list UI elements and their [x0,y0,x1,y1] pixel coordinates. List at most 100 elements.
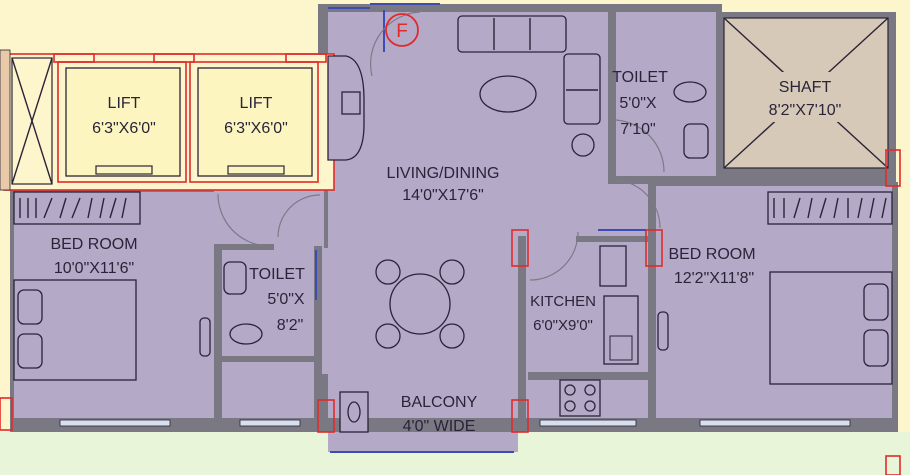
burner [584,400,596,412]
door-swing [277,194,321,238]
wardrobe-2 [767,191,893,225]
pillow [17,333,43,369]
living-size: 14'0"X17'6" [402,187,484,204]
wall-dining-kitchen [518,236,526,432]
kitchen-size: 6'0"X9'0" [533,317,593,334]
wash-basin-2 [223,261,247,295]
lift-2-frame [189,61,319,183]
door-swing [529,231,579,281]
wall-toilet2-shelf [222,356,314,362]
side-table [199,317,211,357]
wardrobe-2-hangers [773,197,887,219]
marker-circle [385,13,419,47]
wardrobe-1-hangers [19,197,127,219]
red-column [285,53,327,63]
tv-icon [341,91,361,115]
living-name: LIVING/DINING [387,165,500,182]
living-lift-lobby-room [214,190,324,252]
washing-machine-door [347,401,361,423]
door-swing [615,179,661,229]
shaft-name: SHAFT [779,79,832,96]
coffee-table [479,75,537,113]
dining-table [389,273,451,335]
red-column [885,149,901,187]
red-column [511,229,529,267]
red-column [153,53,195,63]
wall-bottom [10,418,898,432]
shaft-size: 8'2"X7'10" [769,102,842,119]
burner [564,400,576,412]
burner [564,384,576,396]
wall-bed1-toilet2 [214,246,222,418]
lift-1-door [95,165,153,175]
wash-basin-1 [683,123,709,159]
window-toilet2-bottom [239,419,301,427]
stair-duct-cross [11,57,53,185]
side-table [657,311,669,351]
plant [571,133,595,157]
wall-toilet2-dining [314,246,322,418]
bed-2-name: BED ROOM [668,246,755,263]
bed-1-size: 10'0"X11'6" [54,260,134,277]
toilet-1-name: TOILET [612,69,668,86]
pillow [863,329,889,367]
left-edge-wall [0,49,11,191]
lift-1-cabin [65,67,181,177]
bed-2-size: 12'2"X11'8" [674,270,754,287]
lift-1-name: LIFT [108,95,141,112]
red-column [511,399,529,433]
pillow [863,283,889,321]
wall-toilet1-bottom [608,176,720,184]
door-swing [217,193,267,247]
wardrobe-1 [13,191,141,225]
bed-1-name: BED ROOM [50,236,137,253]
red-column [317,399,335,433]
dining-chair [439,323,465,349]
sofa [457,15,567,53]
shaft-label-bg [752,72,856,122]
dining-chair [439,259,465,285]
sink-bowl [609,335,633,361]
wall-kitchen-bed2 [648,236,656,432]
stair-duct [11,57,53,185]
lift-2-name: LIFT [240,95,273,112]
fridge [599,245,627,287]
lift-1-frame [57,61,187,183]
toilet-1-size-2: 7'10" [620,121,655,138]
wall-toilet2-top [214,244,274,250]
dining-chair [375,323,401,349]
lift-1-size: 6'3"X6'0" [92,120,156,137]
window-bed1-bottom [59,419,171,427]
stove [559,379,601,417]
dining-chair [375,259,401,285]
toilet-1-size-1: 5'0"X [619,95,657,112]
window-kitchen-bottom [539,419,637,427]
lift-2-cabin [197,67,313,177]
door-swing [369,11,421,77]
wc-1 [673,81,707,103]
wall-kitchen-top [576,236,656,242]
lift-2-size: 6'3"X6'0" [224,120,288,137]
lift-2-door [227,165,285,175]
wall-living-toilet1 [608,12,616,180]
door-swing [615,119,665,173]
red-column [0,397,13,431]
kitchen-name: KITCHEN [530,293,596,310]
balcony-name: BALCONY [401,394,478,411]
window-bed2-bottom [699,419,851,427]
red-column [53,53,95,63]
pillow [17,289,43,325]
toilet-2-size-2: 8'2" [277,317,304,334]
toilet-2-size-1: 5'0"X [267,291,305,308]
red-column [645,229,663,267]
kitchen-sink [603,295,639,365]
wc-2 [229,323,263,345]
burner [584,384,596,396]
toilet-2-name: TOILET [249,266,305,283]
side-sofa [563,53,601,125]
balcony-size: 4'0" WIDE [403,418,476,435]
wall-kitchen-shelf [528,372,648,380]
red-column [885,455,901,475]
marker-letter: F [396,21,408,42]
